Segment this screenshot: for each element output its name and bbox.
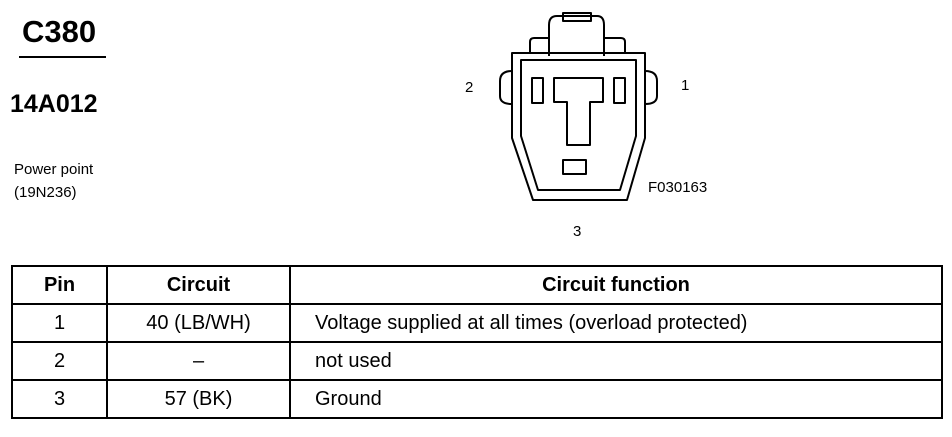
connector-shoulder-right — [605, 37, 626, 53]
connector-face-drawing — [499, 12, 658, 201]
connector-id-underline — [19, 56, 106, 58]
cell-circuit: – — [106, 341, 291, 381]
header-circuit: Circuit — [106, 265, 291, 305]
pin3-t-terminal — [553, 77, 604, 146]
connector-part-code: (19N236) — [14, 184, 77, 201]
cell-circuit: 40 (LB/WH) — [106, 303, 291, 343]
table-header-row: Pin Circuit Circuit function — [11, 265, 943, 305]
cell-pin: 3 — [11, 379, 108, 419]
cell-pin: 1 — [11, 303, 108, 343]
pin2-side-bump — [499, 70, 513, 105]
cell-circuit: 57 (BK) — [106, 379, 291, 419]
connector-id: C380 — [22, 14, 97, 49]
polarizing-slot — [562, 159, 587, 175]
connector-shoulder-left — [529, 37, 548, 53]
part-number: 14A012 — [10, 90, 98, 118]
cell-function: Voltage supplied at all times (overload … — [289, 303, 943, 343]
connector-housing-outer — [511, 52, 646, 201]
pin1-terminal-slot — [613, 77, 626, 104]
table-row: 2 – not used — [11, 341, 943, 381]
header-circuit-function: Circuit function — [289, 265, 943, 305]
table-row: 1 40 (LB/WH) Voltage supplied at all tim… — [11, 303, 943, 343]
pin1-side-bump — [644, 70, 658, 105]
cell-pin: 2 — [11, 341, 108, 381]
connector-latch-tab — [562, 12, 592, 22]
figure-code: F030163 — [648, 179, 708, 196]
connector-housing-inner — [520, 59, 637, 191]
pin-2-label: 2 — [465, 79, 474, 96]
pin-3-label: 3 — [573, 223, 582, 240]
pin-1-label: 1 — [681, 77, 690, 94]
cell-function: not used — [289, 341, 943, 381]
cell-function: Ground — [289, 379, 943, 419]
connector-latch — [548, 15, 605, 56]
connector-description: Power point — [14, 161, 94, 178]
header-pin: Pin — [11, 265, 108, 305]
pinout-table: Pin Circuit Circuit function 1 40 (LB/WH… — [11, 265, 943, 419]
table-row: 3 57 (BK) Ground — [11, 379, 943, 419]
pin2-terminal-slot — [531, 77, 544, 104]
